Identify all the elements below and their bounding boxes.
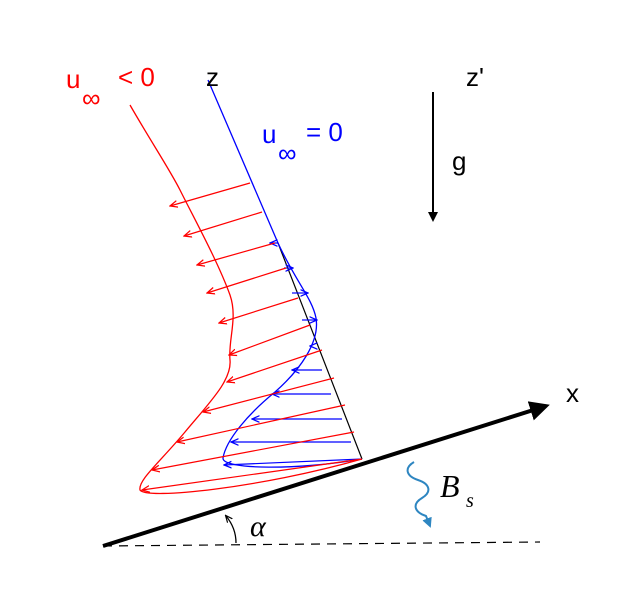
label-buoyancy-flux: B s [440,468,474,512]
x-axis-label: x [566,378,579,408]
red-arrow [203,377,335,412]
angle-alpha-arc [226,516,237,544]
profile-arrows-u-negative [142,182,363,490]
label-u-zero: u ∞ = 0 [262,117,343,168]
red-arrow [229,324,311,355]
red-arrow [207,267,287,293]
red-arrow [142,458,363,490]
red-arrow [184,211,263,236]
red-arrow [227,349,323,382]
u-negative-relation: < 0 [118,62,155,92]
gravity-label: g [452,146,466,176]
u-negative-subscript: ∞ [82,83,101,113]
u-negative-base: u [66,64,80,94]
blue-arrow [224,458,363,465]
horizontal-reference-line [102,541,541,547]
profile-curve-u-zero [222,242,363,468]
u-zero-subscript: ∞ [278,138,297,168]
z-axis-label: z [206,62,219,92]
u-zero-base: u [262,119,276,149]
alpha-label: α [250,510,267,543]
buoyancy-flux-subscript: s [466,490,474,512]
label-u-negative: u ∞ < 0 [66,62,155,113]
u-zero-relation: = 0 [306,117,343,147]
red-arrow [177,404,346,442]
buoyancy-flux-arrow [406,461,432,528]
slope-x-axis [102,401,550,548]
red-arrow [170,182,251,206]
profile-arrows-u-zero [224,243,363,465]
red-arrow [197,242,276,265]
z-axis-line [207,79,279,244]
z-prime-label: z' [466,62,484,92]
profile-curve-u-negative [129,104,363,495]
red-arrow [219,297,299,323]
buoyancy-flux-base: B [440,468,460,504]
red-arrow [152,431,355,470]
